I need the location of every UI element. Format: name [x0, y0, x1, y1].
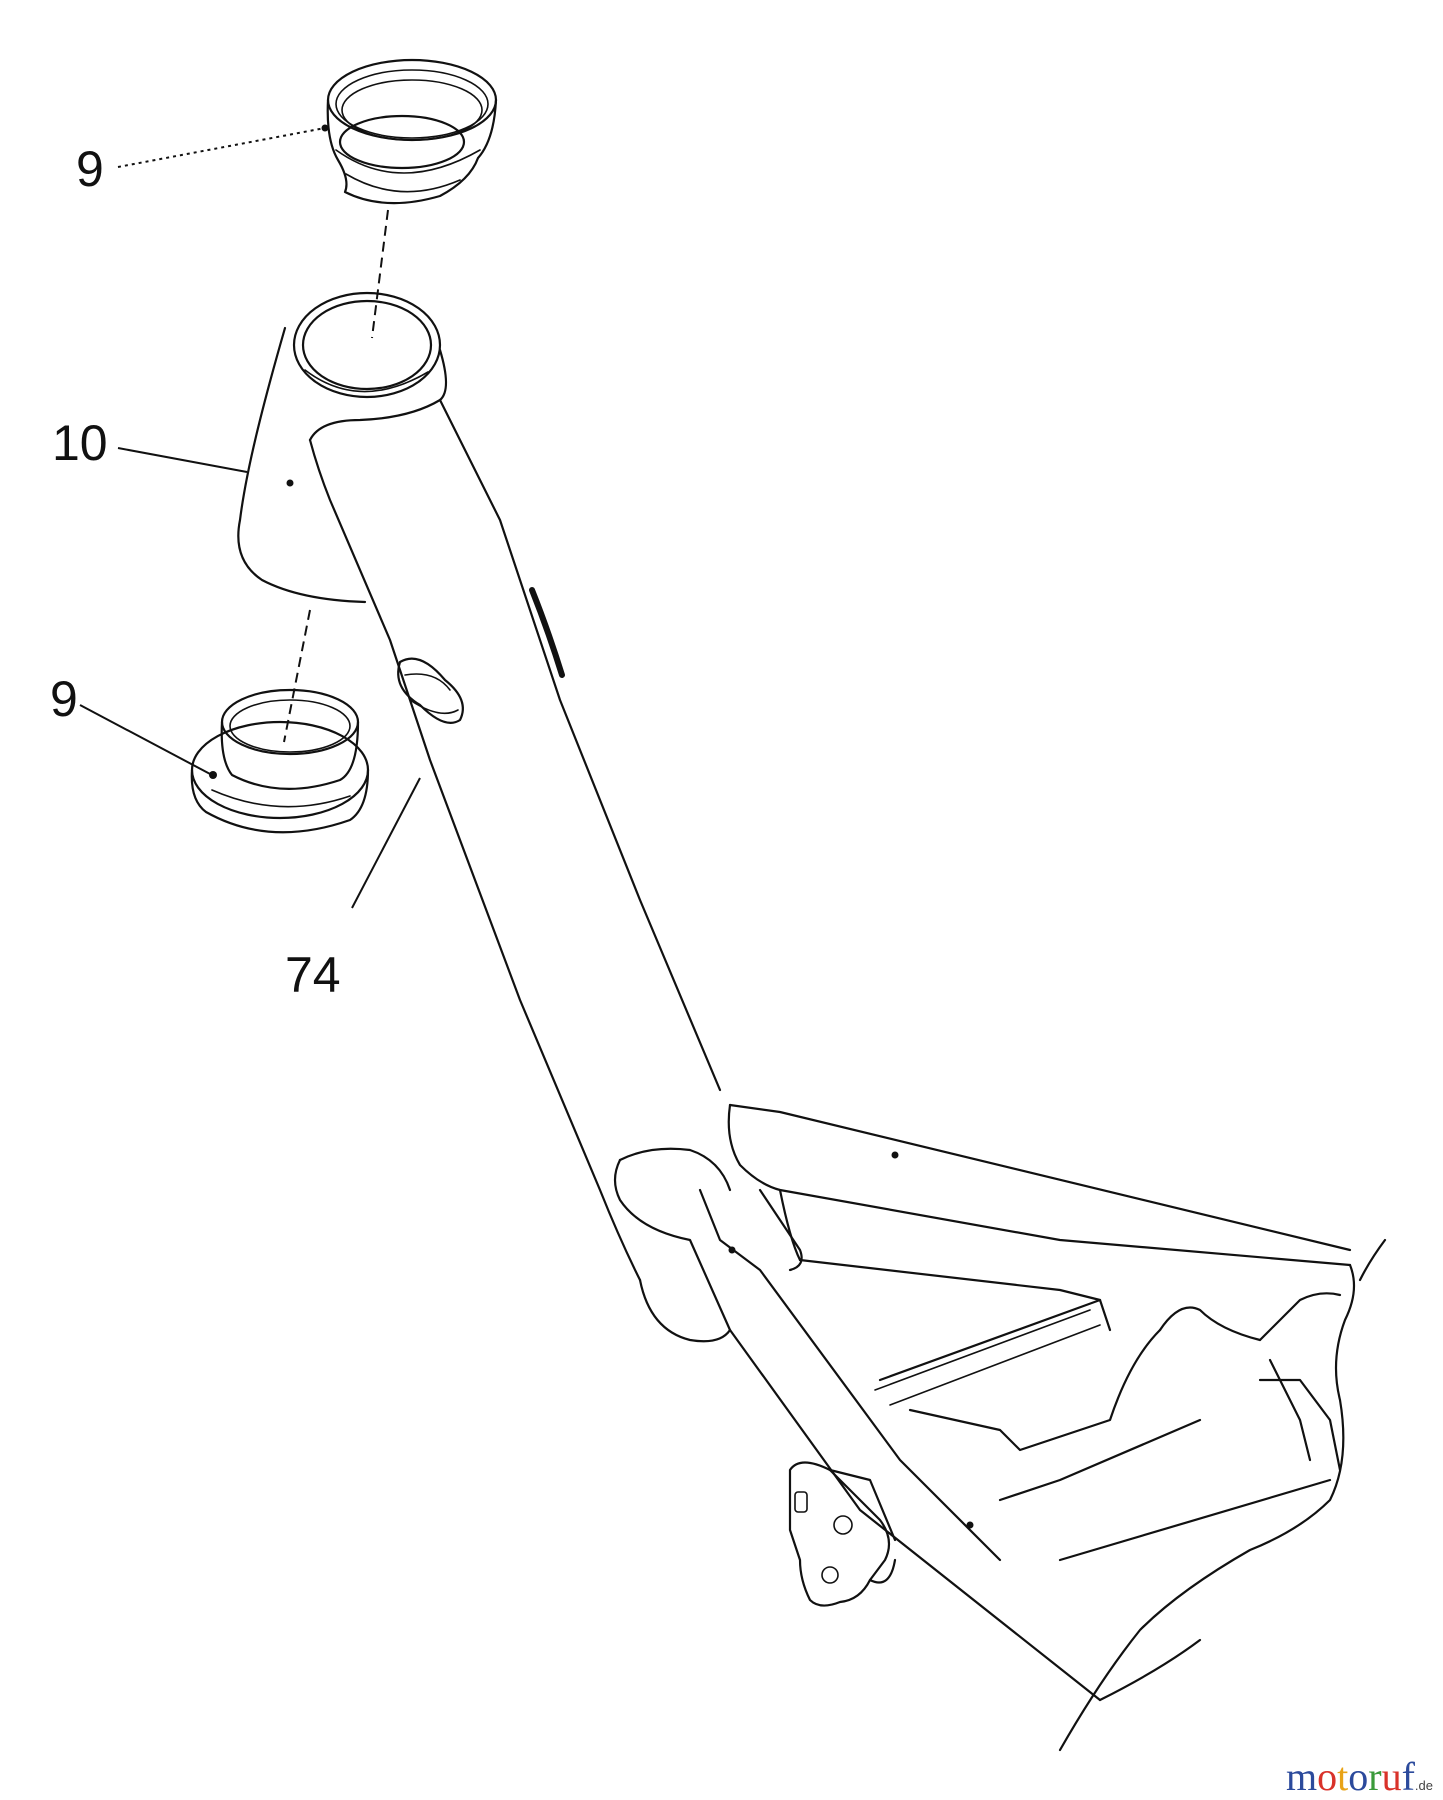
- bottom-bearing-cup: [190, 688, 370, 834]
- callout-10: 10: [52, 415, 108, 471]
- head-tube: [237, 291, 448, 604]
- assembly-axis-top: [371, 209, 389, 339]
- callout-9-bottom: 9: [50, 671, 78, 727]
- callout-9-top: 9: [76, 141, 104, 197]
- frame-rear-section: [1058, 1238, 1387, 1752]
- callout-74: 74: [285, 947, 341, 1003]
- frame-down-tube: [286, 398, 732, 1343]
- frame-lower-rail: [613, 1147, 1102, 1702]
- bushing-74: [397, 657, 464, 724]
- mounting-bracket: [788, 1461, 897, 1607]
- assembly-axis-bottom: [283, 609, 311, 743]
- top-bearing-cup: [326, 58, 498, 205]
- frame-side-rail: [727, 1103, 1352, 1272]
- watermark-logo: motoruf.de: [1286, 1754, 1433, 1799]
- frame-cross-member: [798, 1258, 1342, 1562]
- leader-lines: [79, 124, 421, 909]
